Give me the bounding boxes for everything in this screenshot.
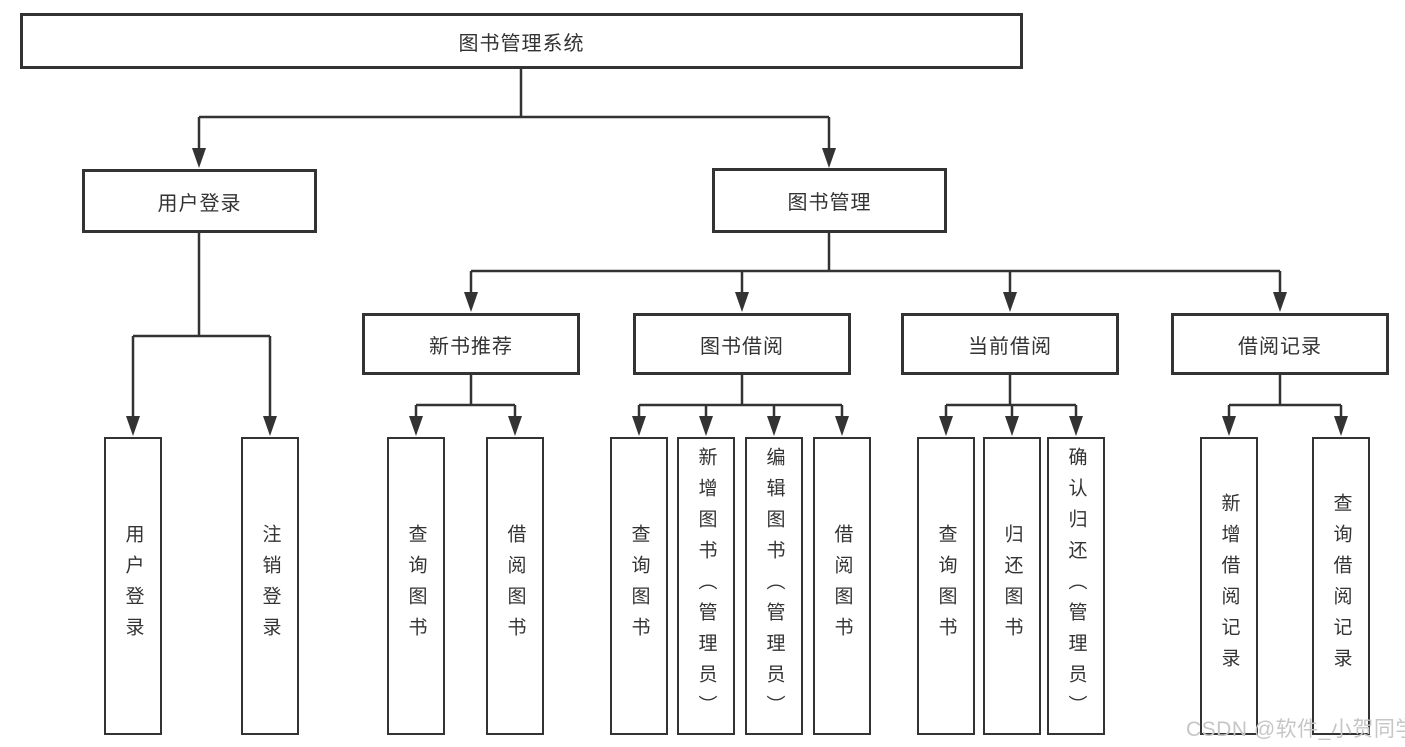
node-borrow-records: 借阅记录	[1171, 313, 1389, 375]
node-book-borrowing: 图书借阅	[633, 313, 851, 375]
leaf-logout: 注销登录	[241, 437, 299, 735]
leaf-label: 新增借阅记录	[1218, 493, 1240, 679]
leaf-label: 查询图书	[628, 524, 650, 648]
leaf-label: 用户登录	[122, 524, 144, 648]
leaf-return-books: 归还图书	[983, 437, 1041, 735]
leaf-add-borrow-record: 新增借阅记录	[1200, 437, 1258, 735]
leaf-label: 借阅图书	[831, 524, 853, 648]
leaf-label: 查询图书	[405, 524, 427, 648]
node-label: 图书管理系统	[458, 32, 585, 55]
leaf-label: 归还图书	[1001, 524, 1023, 648]
node-user-login: 用户登录	[82, 169, 317, 233]
node-book-management: 图书管理	[712, 168, 947, 233]
leaf-query-borrow-record: 查询借阅记录	[1312, 437, 1370, 735]
csdn-watermark: CSDN @软件_小贺同学	[1186, 718, 1405, 741]
node-label: 图书借阅	[700, 335, 784, 358]
node-library-management-system: 图书管理系统	[20, 13, 1023, 69]
leaf-borrow-books-recommend: 借阅图书	[486, 437, 544, 735]
node-new-book-recommendation: 新书推荐	[362, 313, 580, 375]
leaf-user-login: 用户登录	[104, 437, 162, 735]
leaf-add-books-admin: 新增图书（管理员）	[677, 437, 735, 735]
node-label: 当前借阅	[968, 335, 1052, 358]
node-current-borrowing: 当前借阅	[901, 313, 1119, 375]
leaf-borrow-books-borrowing: 借阅图书	[813, 437, 871, 735]
leaf-label: 确认归还（管理员）	[1065, 446, 1087, 726]
leaf-label: 查询图书	[935, 524, 957, 648]
leaf-label: 新增图书（管理员）	[695, 446, 717, 726]
leaf-label: 注销登录	[259, 524, 281, 648]
node-label: 新书推荐	[429, 335, 513, 358]
leaf-label: 编辑图书（管理员）	[763, 446, 785, 726]
leaf-label: 查询借阅记录	[1330, 493, 1352, 679]
node-label: 图书管理	[787, 192, 872, 214]
leaf-label: 借阅图书	[504, 524, 526, 648]
node-label: 借阅记录	[1238, 335, 1322, 358]
leaf-query-books-recommend: 查询图书	[387, 437, 445, 735]
leaf-query-books-borrowing: 查询图书	[610, 437, 668, 735]
node-label: 用户登录	[157, 192, 242, 215]
leaf-edit-books-admin: 编辑图书（管理员）	[745, 437, 803, 735]
leaf-confirm-return-admin: 确认归还（管理员）	[1047, 437, 1105, 735]
leaf-query-books-current: 查询图书	[917, 437, 975, 735]
